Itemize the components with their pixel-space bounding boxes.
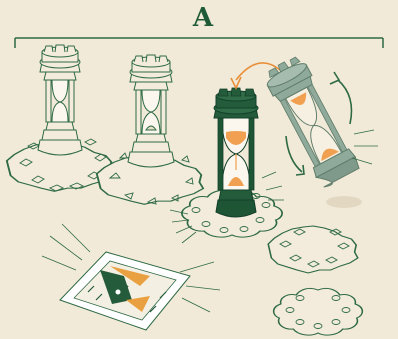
outline-hourglass-1 <box>38 45 82 155</box>
hourglass-shadow <box>326 196 362 208</box>
ability-card <box>60 252 190 330</box>
flipping-hourglass <box>261 53 361 189</box>
board-4 <box>268 226 358 273</box>
dark-green-hourglass <box>214 88 258 217</box>
outline-hourglass-2 <box>128 55 174 167</box>
flip-motion-lines <box>352 130 378 164</box>
